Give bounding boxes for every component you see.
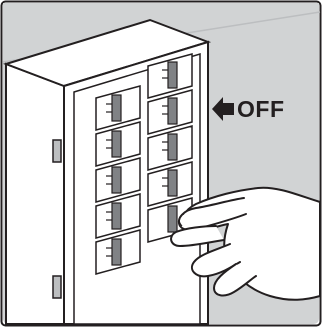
breaker-switch: [112, 95, 121, 121]
breaker-switch: [112, 131, 121, 157]
breaker-switches-left: [112, 95, 121, 265]
breaker-switch: [168, 134, 177, 160]
hinge-lower: [53, 276, 61, 298]
arrow-left-icon: [212, 96, 234, 122]
breaker-switch: [168, 62, 177, 88]
breaker-switch: [168, 98, 177, 124]
breaker-switch-being-flipped: [168, 206, 177, 232]
breaker-switch: [168, 170, 177, 196]
off-label: OFF: [237, 98, 285, 121]
breaker-switch: [112, 239, 121, 265]
hinge-upper: [53, 140, 61, 162]
breaker-switches-right: [168, 62, 177, 232]
breaker-switch: [112, 167, 121, 193]
breaker-switch: [112, 203, 121, 229]
off-callout: OFF: [212, 96, 285, 122]
